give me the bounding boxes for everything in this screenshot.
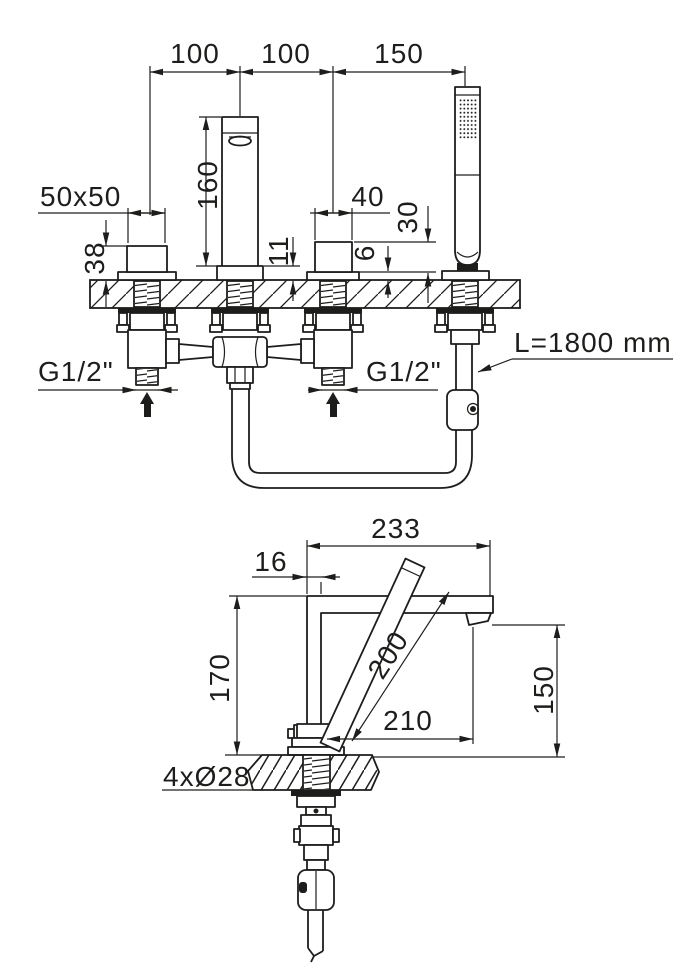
valve-body-left [127,329,167,386]
spout-base-plate [216,265,264,281]
dim-line-200 [351,591,450,742]
under-counter-assembly [291,790,341,963]
dim-label-11: 11 [263,235,294,266]
tee-body-arc-left [221,336,226,368]
washer-side [291,790,341,796]
handle-left [117,245,177,281]
handle-left-flange [117,271,177,281]
bolt-dot [313,808,319,814]
dim-label-6: 6 [349,245,380,262]
dim-label-40: 40 [351,181,384,212]
valve-step-small [306,859,326,871]
mounting-nut-assemblies [116,307,496,333]
shower-hose-assembly [231,343,480,489]
deck-slab [89,279,521,309]
spout-body [221,116,259,268]
tee-manifold [165,336,315,390]
hose-weight-notch [299,882,307,893]
valve-step [303,844,329,861]
tee-body [212,336,268,368]
mounting-nut-left [116,307,178,333]
mounting-nut-side [296,795,336,808]
top-view-front-section: 100 100 150 50x50 38 160 11 [38,38,673,489]
inlet-arrow-right-stem [330,404,337,417]
mounting-nut-handshower [434,307,496,333]
handshower-spray-face [458,99,477,139]
threaded-shank-side-threads [304,756,329,789]
dim-label-170: 170 [204,653,235,703]
dim-label-100-right: 100 [261,38,311,69]
tee-body-arc-right [254,336,259,368]
dim-label-150: 150 [374,38,424,69]
dim-label-16: 16 [254,546,287,577]
inlet-arrow-left [140,392,154,404]
threaded-shank-handle-right [319,280,347,308]
dim-label-50x50: 50x50 [40,181,121,212]
deck-cross-section [89,279,521,309]
threaded-shank-handshower [451,280,479,308]
hose-weight-dot [470,406,476,412]
handshower-hose-block [450,329,480,345]
thread-label-right: G1/2" [366,356,442,387]
handle-right-flange [306,271,360,281]
hose-length-label: L=1800 mm [514,327,672,358]
mounting-nut-spout [209,307,271,333]
holes-label: 4xØ28 [163,761,251,792]
connecting-tube-right [266,343,302,361]
connector-ring-right [300,338,315,364]
tee-hex-nut [226,366,254,384]
valve-block-wide [298,825,334,846]
spout-outlet [465,612,492,626]
handshower-bottom-arc [456,251,479,258]
tee-collar [229,382,251,390]
handshower [441,86,490,281]
leader-arrow-hose-length [477,358,513,373]
lever-end-cap [401,567,421,578]
connector-block [300,814,332,827]
dim-label-30: 30 [392,200,423,233]
countertop-cross-section [247,754,380,791]
valve-body-right [313,329,353,386]
dim-label-210: 210 [383,705,433,736]
dim-label-233: 233 [371,513,421,544]
threaded-shank-handle-left [133,280,161,308]
dim-label-100-left: 100 [170,38,220,69]
dim-label-160: 160 [192,160,223,210]
valve-tab-right [332,828,340,843]
connecting-tube-left [178,343,214,361]
hose-break-line [307,947,324,963]
handle-left-knob [126,245,168,273]
hose-weight-ring [466,402,480,416]
valve-tab-left [293,828,301,843]
spout-front [216,116,264,281]
dimensions-top-view: 100 100 150 50x50 38 160 11 [38,38,673,417]
inlet-arrow-right [326,392,340,404]
dim-label-150-side: 150 [528,665,559,715]
hose-outer-contour [231,343,473,489]
spout-side [306,595,494,744]
dimensions-side-view: 233 16 170 200 210 150 [162,513,565,792]
side-view-section: 233 16 170 200 210 150 [162,513,565,963]
handshower-socket [457,263,478,271]
connector-ring-left [165,338,180,364]
handle-right-knob [314,241,353,273]
hose-inner-contour [248,343,457,474]
inlet-arrow-left-stem [144,404,151,417]
handle-right [306,241,360,281]
thread-label-left: G1/2" [38,356,114,387]
handshower-flange [441,270,490,281]
mounting-nut-right [302,307,364,333]
dim-label-38: 38 [79,241,110,274]
threaded-shank-spout [226,280,254,308]
